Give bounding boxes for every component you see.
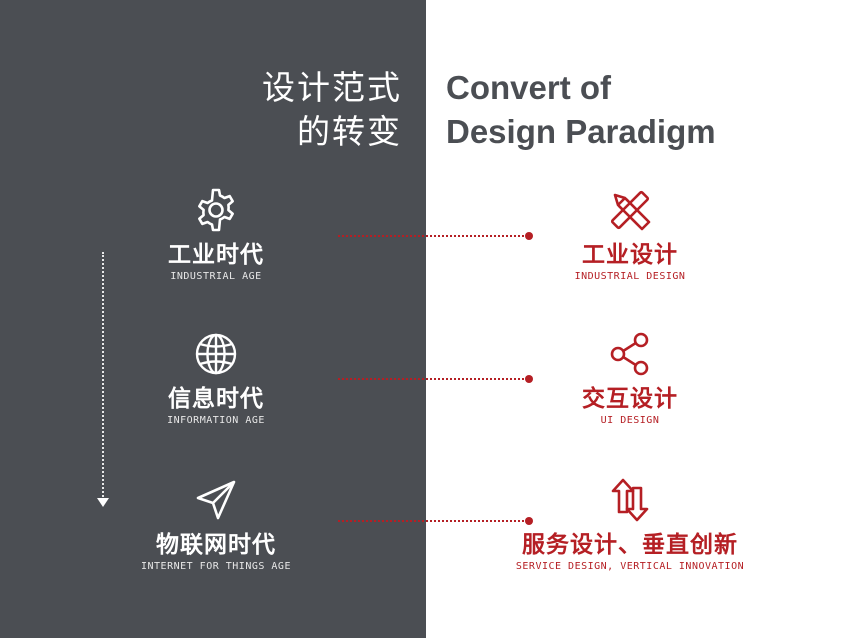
age-iot-cn: 物联网时代 bbox=[156, 531, 276, 558]
left-panel bbox=[0, 0, 426, 638]
connector-dot bbox=[525, 232, 533, 240]
connector-dot bbox=[525, 517, 533, 525]
age-iot: 物联网时代 INTERNET FOR THINGS AGE bbox=[66, 476, 366, 574]
age-industrial-en: INDUSTRIAL AGE bbox=[170, 271, 262, 282]
age-information-cn: 信息时代 bbox=[168, 385, 264, 412]
title-cn-line2: 的转变 bbox=[297, 112, 402, 151]
age-industrial-cn: 工业时代 bbox=[168, 241, 264, 268]
paper-plane-icon bbox=[196, 480, 236, 520]
swap-arrows-icon bbox=[611, 478, 649, 522]
age-iot-en: INTERNET FOR THINGS AGE bbox=[141, 561, 291, 572]
design-service: 服务设计、垂直创新 SERVICE DESIGN, VERTICAL INNOV… bbox=[430, 476, 830, 574]
design-ui-en: UI DESIGN bbox=[600, 415, 660, 426]
design-industrial-cn: 工业设计 bbox=[582, 241, 678, 268]
design-industrial: 工业设计 INDUSTRIAL DESIGN bbox=[430, 186, 830, 284]
title-cn-line1: 设计范式 bbox=[262, 68, 402, 107]
design-service-en: SERVICE DESIGN, VERTICAL INNOVATION bbox=[515, 561, 745, 572]
right-panel bbox=[426, 0, 850, 638]
age-industrial: 工业时代 INDUSTRIAL AGE bbox=[66, 186, 366, 284]
connector-iot bbox=[338, 517, 533, 525]
globe-icon bbox=[195, 333, 237, 375]
age-information-en: INFORMATION AGE bbox=[167, 415, 265, 426]
design-service-cn: 服务设计、垂直创新 bbox=[522, 531, 738, 558]
share-icon bbox=[610, 332, 649, 376]
title-english: Convert of Design Paradigm bbox=[446, 66, 716, 154]
age-information: 信息时代 INFORMATION AGE bbox=[66, 330, 366, 428]
design-ui: 交互设计 UI DESIGN bbox=[430, 330, 830, 428]
timeline-dotted-line bbox=[102, 252, 104, 500]
connector-dot bbox=[525, 375, 533, 383]
timeline-arrow-icon bbox=[97, 498, 109, 507]
pencil-ruler-icon bbox=[610, 190, 651, 231]
connector-industrial bbox=[338, 232, 533, 240]
connector-information bbox=[338, 375, 533, 383]
gear-icon bbox=[198, 188, 234, 232]
title-en-line1: Convert of bbox=[446, 69, 611, 106]
design-ui-cn: 交互设计 bbox=[582, 385, 678, 412]
title-chinese: 设计范式 的转变 bbox=[262, 66, 402, 154]
title-en-line2: Design Paradigm bbox=[446, 113, 716, 150]
design-industrial-en: INDUSTRIAL DESIGN bbox=[574, 271, 686, 282]
